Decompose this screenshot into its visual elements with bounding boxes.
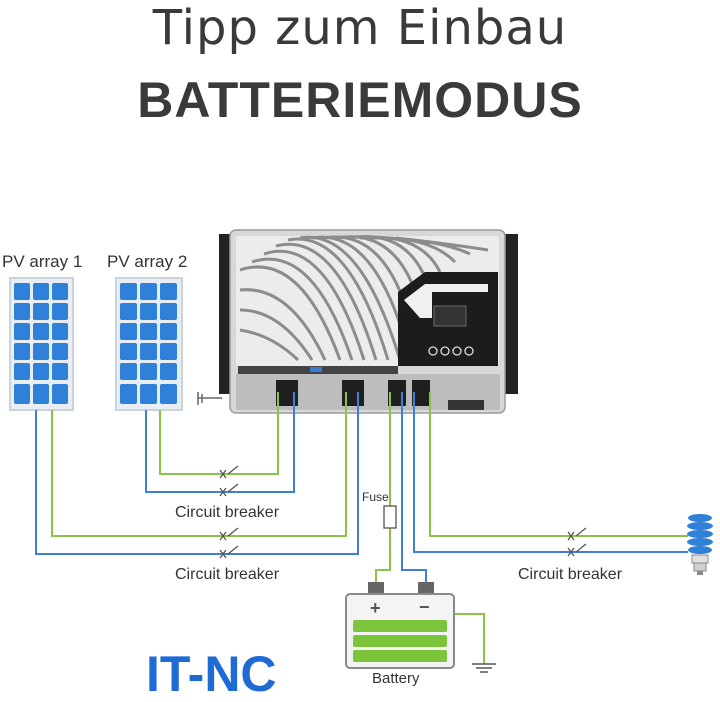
page-title: Tipp zum Einbau: [152, 0, 568, 56]
breaker-switch-icon: [219, 465, 239, 497]
charge-controller-icon: [219, 229, 518, 414]
solar-panel-icon: [9, 277, 74, 411]
circuit-breaker-label-3: Circuit breaker: [518, 566, 623, 583]
battery-icon: [345, 582, 455, 669]
bulb-icon: [687, 514, 713, 575]
fuse-label: Fuse: [362, 490, 389, 504]
battery-minus-label: −: [419, 597, 430, 617]
circuit-breaker-label-1: Circuit breaker: [175, 504, 280, 521]
breaker-switch-icon: [567, 527, 587, 557]
brand-logo: IT-NC: [146, 646, 277, 702]
battery-plus-label: +: [370, 598, 381, 618]
circuit-breaker-label-2: Circuit breaker: [175, 566, 280, 583]
solar-panel-icon: [115, 277, 183, 411]
fuse-icon: [383, 505, 397, 529]
pv-array-1-label: PV array 1: [2, 252, 83, 271]
breaker-switch-icon: [219, 527, 239, 559]
battery-label: Battery: [372, 670, 420, 687]
pv-array-2-label: PV array 2: [107, 252, 188, 271]
page-subtitle: BATTERIEMODUS: [137, 72, 583, 128]
ground-icon: [472, 663, 496, 673]
ground-icon: [197, 392, 222, 405]
